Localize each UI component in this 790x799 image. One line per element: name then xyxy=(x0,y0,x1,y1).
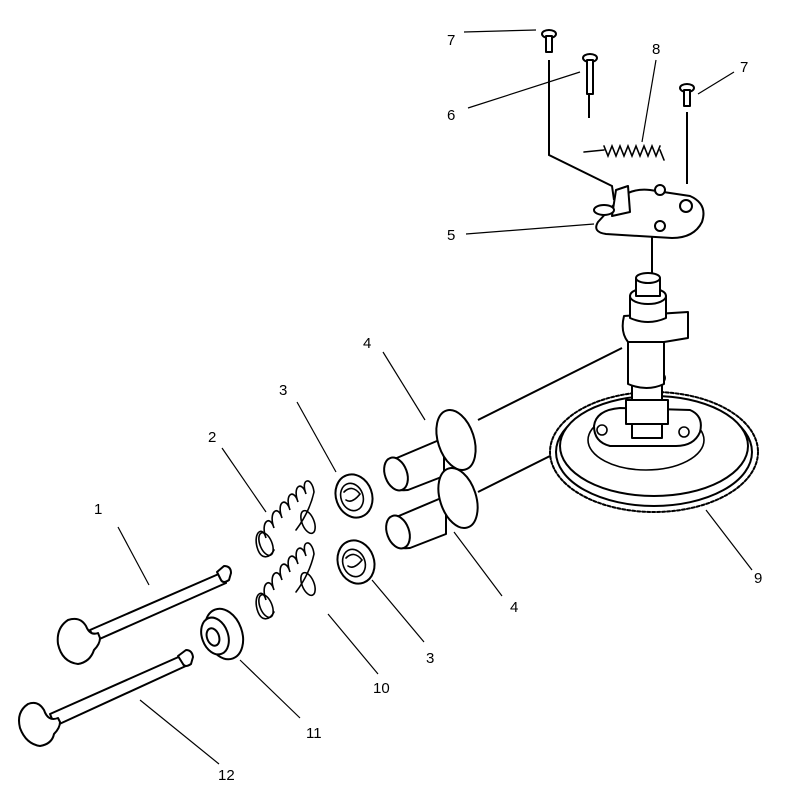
assembly-guide-lines xyxy=(477,60,688,493)
valve-spring-lower xyxy=(255,542,316,620)
camshaft-gear xyxy=(549,391,759,513)
pin-6 xyxy=(582,53,598,95)
callout-3-upper: 3 xyxy=(279,382,287,399)
compression-release-plate xyxy=(593,184,705,239)
callout-4-upper: 4 xyxy=(363,335,371,352)
exhaust-valve xyxy=(18,649,194,747)
pin-left-7 xyxy=(541,29,557,53)
callout-9: 9 xyxy=(754,570,762,587)
callout-1: 1 xyxy=(94,501,102,518)
release-spring xyxy=(583,143,665,161)
pin-right-7 xyxy=(679,83,695,107)
spring-retainer-upper xyxy=(334,473,374,519)
tappet-upper xyxy=(383,408,477,492)
callout-4-lower: 4 xyxy=(510,599,518,616)
callout-5: 5 xyxy=(447,227,455,244)
callout-6: 6 xyxy=(447,107,455,124)
intake-valve xyxy=(56,565,232,665)
camshaft xyxy=(621,272,689,439)
callout-10: 10 xyxy=(373,680,390,697)
callout-11: 11 xyxy=(306,725,322,742)
callout-3-lower: 3 xyxy=(426,650,434,667)
tappet-lower xyxy=(385,466,479,550)
callout-labels: 1 2 3 3 4 4 5 6 7 7 8 9 10 11 12 xyxy=(94,32,762,784)
callout-7-left: 7 xyxy=(447,32,455,49)
callout-12: 12 xyxy=(218,767,235,784)
callout-2: 2 xyxy=(208,429,216,446)
callout-leaders xyxy=(117,29,753,765)
valve-spring-retainer xyxy=(200,607,245,661)
spring-retainer-lower xyxy=(336,539,376,585)
callout-7-right: 7 xyxy=(740,59,748,76)
callout-8: 8 xyxy=(652,41,660,58)
valve-spring-upper xyxy=(255,480,316,558)
